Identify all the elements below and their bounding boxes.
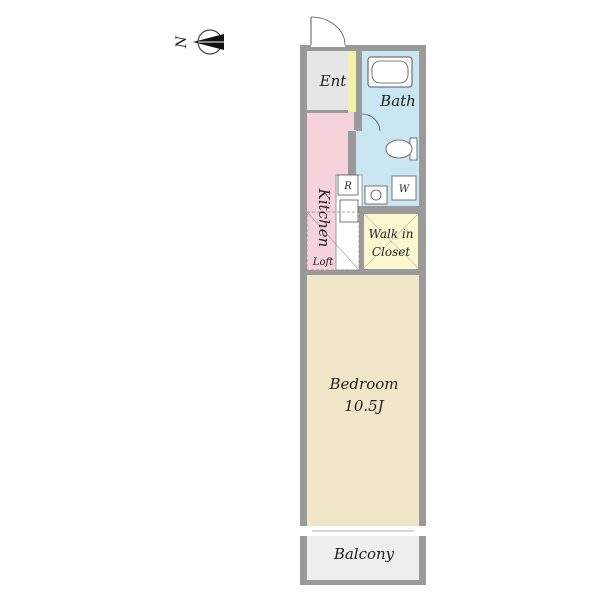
kitchen-sink-icon [339, 199, 359, 223]
entrance-shoe-rack [348, 51, 356, 116]
north-compass-icon: N [174, 29, 224, 55]
entrance-step [307, 110, 348, 113]
closet-left-wall [359, 206, 364, 272]
walk-in-closet-label-line1: Walk in [369, 227, 414, 241]
compass-north-label: N [174, 35, 190, 49]
loft-label: Loft [312, 257, 334, 268]
entrance-door-icon [310, 16, 346, 47]
loft-outline [306, 211, 360, 271]
wash-basin-icon [364, 185, 388, 205]
kitchen-label: Kitchen [315, 188, 333, 248]
washroom-wall [348, 131, 356, 176]
entrance-area [307, 51, 348, 112]
bedroom-area [307, 274, 419, 526]
bedroom-top-wall [307, 270, 419, 275]
entrance-label: Ent [319, 72, 348, 90]
washer-label: W [399, 184, 410, 195]
bedroom-label: Bedroom [329, 375, 399, 393]
refrigerator-label: R [343, 181, 352, 192]
balcony-area [307, 536, 419, 580]
closet-top-wall [356, 206, 419, 212]
balcony-rail [300, 580, 426, 585]
loft-diagonal [306, 211, 360, 271]
bath-label: Bath [379, 92, 416, 110]
toilet-icon [385, 137, 418, 161]
bath-wall [356, 51, 362, 113]
bath-door-swing-icon [361, 113, 381, 132]
closet-door-lines [363, 213, 419, 269]
bathtub-icon [367, 56, 413, 88]
refrigerator-box [337, 174, 359, 196]
washer-box [391, 175, 417, 201]
bedroom-size-label: 10.5J [344, 397, 384, 415]
walk-in-closet-label-line2: Closet [372, 245, 411, 259]
balcony-label: Balcony [333, 545, 395, 563]
bath-door-wall [354, 112, 362, 130]
